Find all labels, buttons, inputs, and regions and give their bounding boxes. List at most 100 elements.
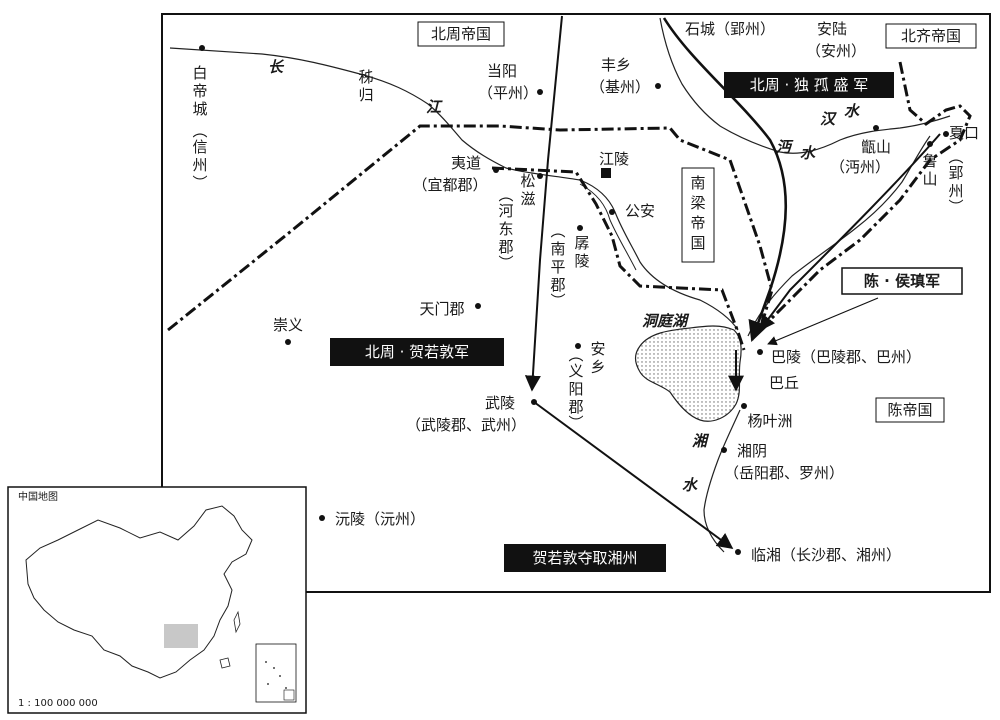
svg-text:鲁: 鲁 xyxy=(922,152,937,170)
place-fengxiang: 丰乡 xyxy=(601,56,631,74)
svg-text:滋: 滋 xyxy=(520,190,535,208)
place-anlu: 安陆 xyxy=(817,20,847,38)
heruodun-advance-arrow xyxy=(524,15,563,392)
place-yangyezhou: 杨叶洲 xyxy=(747,412,792,430)
dot-lushan xyxy=(927,141,933,147)
place-baidi: 白 帝 城 ︵ 信 州 ︶ xyxy=(192,64,207,192)
dot-gongan xyxy=(609,209,615,215)
inset-highlight xyxy=(164,624,198,648)
dot-chanling xyxy=(577,225,583,231)
dot-fengxiang xyxy=(655,83,661,89)
place-tianmen: 天门郡 xyxy=(419,300,464,318)
svg-text:北周 · 独 孤 盛 军: 北周 · 独 孤 盛 军 xyxy=(750,76,869,94)
svg-text:松: 松 xyxy=(520,172,535,190)
place-dangyang: 当阳 xyxy=(487,62,517,80)
river-label-xiang2: 水 xyxy=(682,476,698,494)
dot-jiangling xyxy=(601,168,611,178)
svg-text:安: 安 xyxy=(590,340,605,358)
svg-text:贺若敦夺取湘州: 贺若敦夺取湘州 xyxy=(532,549,637,567)
svg-text:︵: ︵ xyxy=(948,148,963,166)
place-xiangyin-sub: （岳阳郡、罗州） xyxy=(724,464,844,482)
svg-text:郡: 郡 xyxy=(550,276,565,294)
svg-text:陈帝国: 陈帝国 xyxy=(887,401,932,419)
river-label-dongting: 洞庭湖 xyxy=(642,312,690,330)
svg-text:山: 山 xyxy=(922,170,937,188)
river-label-mian2: 水 xyxy=(800,144,816,162)
place-dangyang-sub: （平州） xyxy=(478,84,538,102)
dot-anxiang xyxy=(575,343,581,349)
place-yuanling: 沅陵（沅州） xyxy=(335,510,425,528)
state-chen: 陈帝国 xyxy=(875,397,945,423)
dot-baidi xyxy=(199,45,205,51)
svg-text:阳: 阳 xyxy=(568,380,583,398)
place-songzi-hedong: 松 滋 ︵ 河 东 郡 ︶ xyxy=(498,172,535,272)
svg-text:平: 平 xyxy=(550,258,565,276)
place-yidao: 夷道 xyxy=(451,154,481,172)
svg-text:南: 南 xyxy=(550,240,565,258)
river-label-mian1: 沔 xyxy=(776,138,794,156)
svg-text:东: 东 xyxy=(498,220,513,238)
place-yidao-sub: （宜都郡） xyxy=(412,176,487,194)
river-label-chang: 长 xyxy=(268,58,285,76)
state-north-zhou: 北周帝国 xyxy=(417,21,505,47)
place-zigui: 秭 归 xyxy=(358,68,373,104)
svg-text:︶: ︶ xyxy=(498,254,513,272)
north-zhou-border xyxy=(167,124,774,332)
svg-text:︵: ︵ xyxy=(550,222,565,240)
dot-yangyezhou xyxy=(741,403,747,409)
dot-xiakou xyxy=(943,131,949,137)
river-label-han1: 汉 xyxy=(820,110,837,128)
dot-chongyi xyxy=(285,339,291,345)
inset-china-map: 中国地图 1 : 100 000 000 xyxy=(7,486,307,714)
svg-text:︵: ︵ xyxy=(568,346,583,364)
dot-anlu xyxy=(817,85,823,91)
inset-hainan xyxy=(219,657,231,669)
capture-xiangzhou-arrow xyxy=(533,401,734,549)
svg-text:陵: 陵 xyxy=(574,252,589,270)
svg-text:北周 · 贺若敦军: 北周 · 贺若敦军 xyxy=(365,343,469,361)
place-zhenshan-sub: （沔州） xyxy=(830,158,890,176)
svg-text:北周帝国: 北周帝国 xyxy=(431,25,491,43)
dot-dangyang xyxy=(537,89,543,95)
svg-text:︶: ︶ xyxy=(948,198,963,216)
dot-songzi xyxy=(537,173,543,179)
svg-text:陈 · 侯瑱军: 陈 · 侯瑱军 xyxy=(864,272,940,290)
svg-text:帝: 帝 xyxy=(690,214,705,232)
hou-tian-pointer xyxy=(767,297,879,346)
yangtze-east xyxy=(747,135,931,337)
place-lushan: 鲁 山 xyxy=(922,152,937,188)
place-baling: 巴陵（巴陵郡、巴州） xyxy=(771,348,921,366)
svg-text:秭: 秭 xyxy=(358,68,373,86)
state-north-qi: 北齐帝国 xyxy=(885,23,977,49)
svg-text:︶: ︶ xyxy=(568,414,583,432)
svg-text:乡: 乡 xyxy=(590,358,605,376)
place-xiangyin: 湘阴 xyxy=(737,442,767,460)
army-dugu-label: 北周 · 独 孤 盛 军 xyxy=(724,72,894,98)
place-shicheng: 石城（郢州） xyxy=(685,20,775,38)
army-hou-tian-label: 陈 · 侯瑱军 xyxy=(841,267,963,295)
place-gongan: 公安 xyxy=(625,202,655,220)
inset-taiwan xyxy=(233,610,241,634)
svg-text:白: 白 xyxy=(192,64,207,82)
army-heruodun-label: 北周 · 贺若敦军 xyxy=(330,338,504,366)
place-xiakou: 夏口 xyxy=(949,124,979,142)
dugu-advance-arrow xyxy=(662,17,788,342)
place-jiangling: 江陵 xyxy=(599,150,629,168)
svg-text:北齐帝国: 北齐帝国 xyxy=(901,27,961,45)
place-baqiu: 巴丘 xyxy=(769,374,799,392)
place-anxiang: 安 乡 ︵ 义 阳 郡 ︶ xyxy=(568,340,605,432)
chen-border xyxy=(758,61,972,332)
svg-text:帝: 帝 xyxy=(192,82,207,100)
place-zhenshan: 甑山 xyxy=(861,138,891,156)
dot-wuling xyxy=(531,399,537,405)
svg-text:归: 归 xyxy=(358,86,373,104)
svg-text:义: 义 xyxy=(568,362,583,380)
dot-xiangyin xyxy=(721,447,727,453)
svg-text:孱: 孱 xyxy=(574,234,589,252)
place-wuling-sub: （武陵郡、武州） xyxy=(406,416,526,434)
svg-text:︶: ︶ xyxy=(550,292,565,310)
inset-scale: 1 : 100 000 000 xyxy=(18,698,98,709)
svg-text:︵: ︵ xyxy=(192,122,207,140)
dot-linxiang xyxy=(735,549,741,555)
